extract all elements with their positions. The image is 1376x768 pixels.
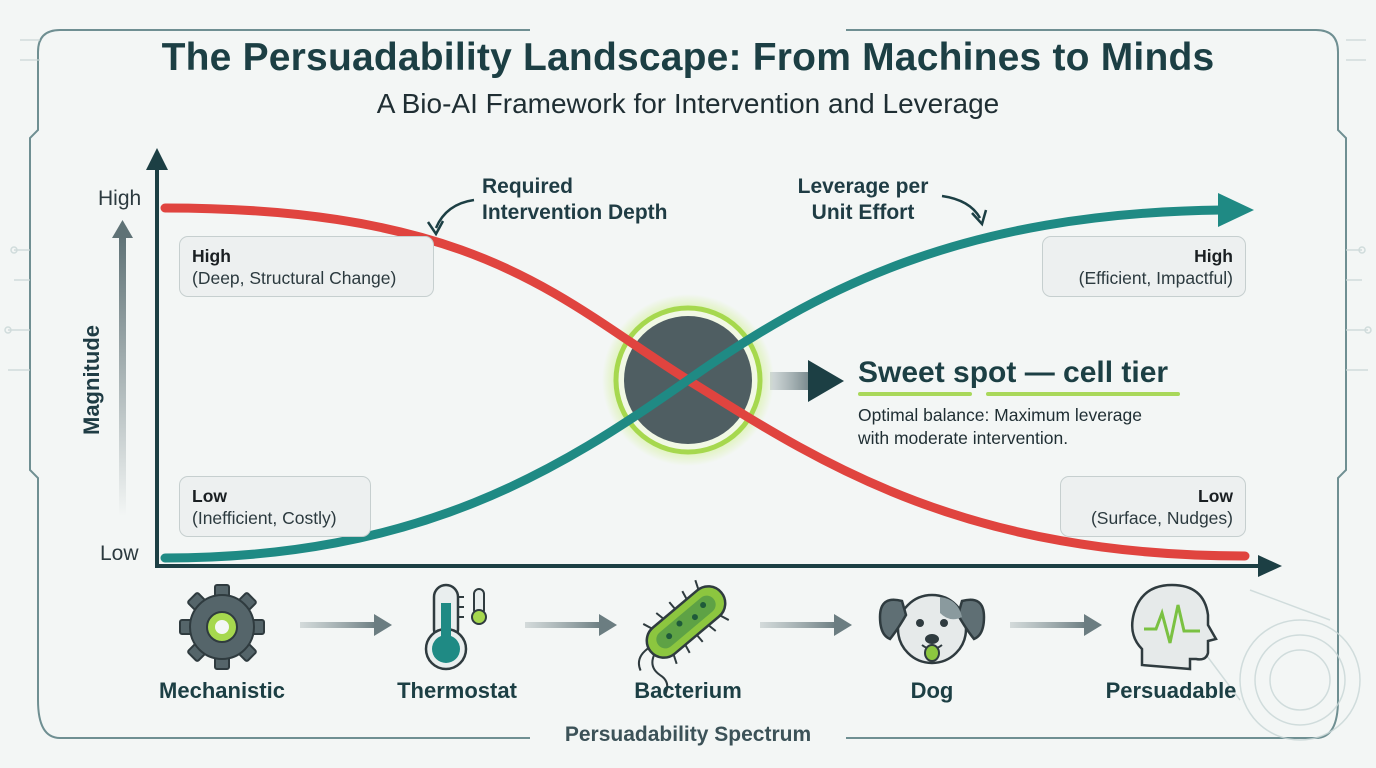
leverage-arrowhead <box>1218 193 1254 227</box>
box-top-left: High (Deep, Structural Change) <box>179 236 434 297</box>
intervention-depth-label: Required Intervention Depth <box>482 174 668 226</box>
sweet-spot-desc-line2: with moderate intervention. <box>858 428 1069 448</box>
dog-icon <box>878 593 986 665</box>
sweet-spot-desc-line1: Optimal balance: Maximum leverage <box>858 405 1143 425</box>
bacterium-icon <box>637 579 730 695</box>
box-bottom-left-heading: Low <box>192 486 227 506</box>
box-bottom-left-text: (Inefficient, Costly) <box>192 508 337 528</box>
spectrum-label: Persuadability Spectrum <box>564 723 812 746</box>
intervention-label-line2: Intervention Depth <box>482 201 668 224</box>
leverage-label-line2: Unit Effort <box>811 201 915 224</box>
page-title: The Persuadability Landscape: From Machi… <box>161 36 1215 79</box>
stage-label-bacterium: Bacterium <box>634 678 742 703</box>
y-axis-low-label: Low <box>100 542 139 565</box>
sweet-spot-arrow <box>770 360 844 402</box>
gear-icon <box>179 584 265 670</box>
stage-label-dog: Dog <box>910 678 954 703</box>
box-top-right-text: (Efficient, Impactful) <box>1078 268 1233 288</box>
box-bottom-right: Low (Surface, Nudges) <box>1060 476 1246 537</box>
sweet-spot-underline <box>858 392 972 396</box>
sweet-spot-description: Optimal balance: Maximum leverage with m… <box>858 404 1142 450</box>
stage-flow-arrows <box>300 614 1102 636</box>
magnitude-arrow <box>112 220 133 516</box>
leverage-label-line1: Leverage per <box>797 175 929 198</box>
y-axis-high-label: High <box>98 187 142 210</box>
page-subtitle: A Bio-AI Framework for Intervention and … <box>376 88 1000 119</box>
x-axis <box>155 555 1282 577</box>
y-axis <box>146 148 168 566</box>
sweet-spot-title: Sweet spot — cell tier <box>858 356 1169 389</box>
stage-label-mechanistic: Mechanistic <box>159 678 285 703</box>
y-axis-title: Magnitude <box>79 325 104 435</box>
leverage-label-pointer <box>941 194 982 219</box>
box-bottom-left: Low (Inefficient, Costly) <box>179 476 371 537</box>
box-top-left-heading: High <box>192 246 231 266</box>
box-bottom-right-heading: Low <box>1198 486 1233 506</box>
leverage-label: Leverage per Unit Effort <box>788 174 938 226</box>
box-top-left-text: (Deep, Structural Change) <box>192 268 397 288</box>
sweet-spot-underline-2 <box>986 392 1180 396</box>
stage-label-thermostat: Thermostat <box>397 678 517 703</box>
leverage-curve <box>160 205 1227 563</box>
box-top-right-heading: High <box>1194 246 1233 266</box>
stage-label-persuadable: Persuadable <box>1105 678 1237 703</box>
thermometer-icon <box>424 583 487 671</box>
intervention-label-line1: Required <box>482 175 574 198</box>
box-top-right: High (Efficient, Impactful) <box>1042 236 1246 297</box>
box-bottom-right-text: (Surface, Nudges) <box>1090 508 1233 528</box>
intervention-label-pointer <box>434 198 475 229</box>
human-head-icon <box>1131 583 1218 671</box>
